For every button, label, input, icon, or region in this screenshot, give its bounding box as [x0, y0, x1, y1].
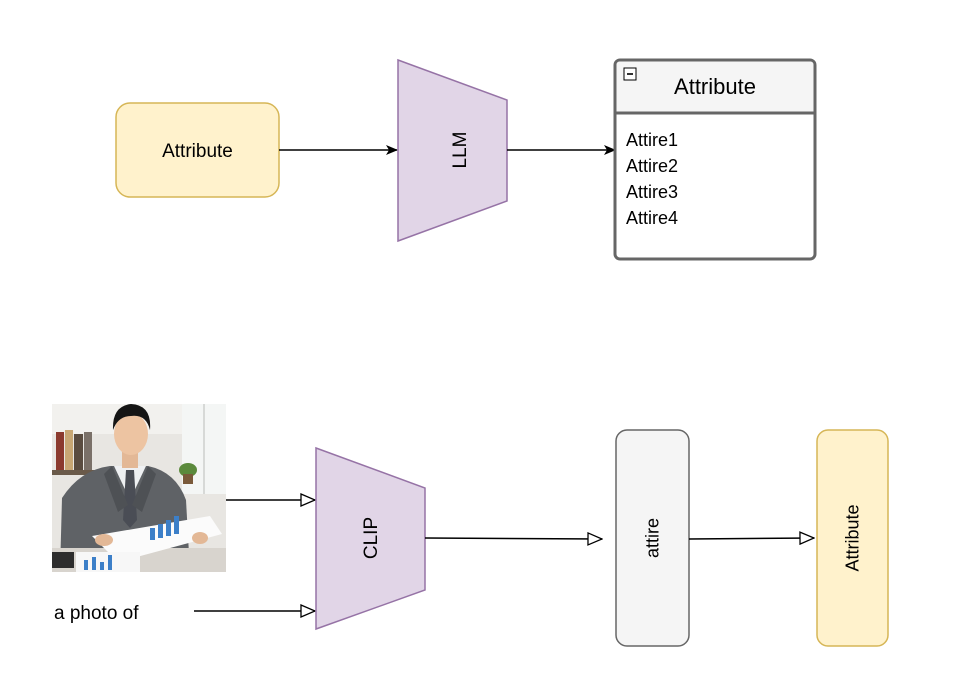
output-item-2: Attire2 — [626, 156, 678, 176]
businessman-photo[interactable] — [52, 404, 226, 572]
output-item-1: Attire1 — [626, 130, 678, 150]
llm-node[interactable]: LLM — [397, 58, 508, 243]
output-box-title: Attribute — [674, 74, 756, 99]
attribute-result-node[interactable]: Attribute — [816, 429, 889, 647]
edge-attire-to-attribute — [688, 538, 814, 539]
llm-label: LLM — [450, 132, 471, 169]
output-item-3: Attire3 — [626, 182, 678, 202]
attribute-input-node[interactable]: Attribute — [115, 102, 280, 198]
prompt-text-label: a photo of — [54, 603, 139, 624]
output-item-4: Attire4 — [626, 208, 678, 228]
edge-clip-to-attire — [424, 538, 602, 539]
clip-label: CLIP — [361, 517, 382, 559]
attire-node[interactable]: attire — [615, 429, 690, 647]
minus-box-icon[interactable] — [623, 67, 637, 81]
attribute-output-box[interactable]: Attribute Attire1 Attire2 Attire3 Attire… — [613, 58, 817, 261]
attire-label: attire — [643, 518, 663, 558]
attribute-input-label: Attribute — [162, 141, 233, 162]
attribute-result-label: Attribute — [843, 504, 863, 571]
clip-node[interactable]: CLIP — [315, 446, 426, 631]
